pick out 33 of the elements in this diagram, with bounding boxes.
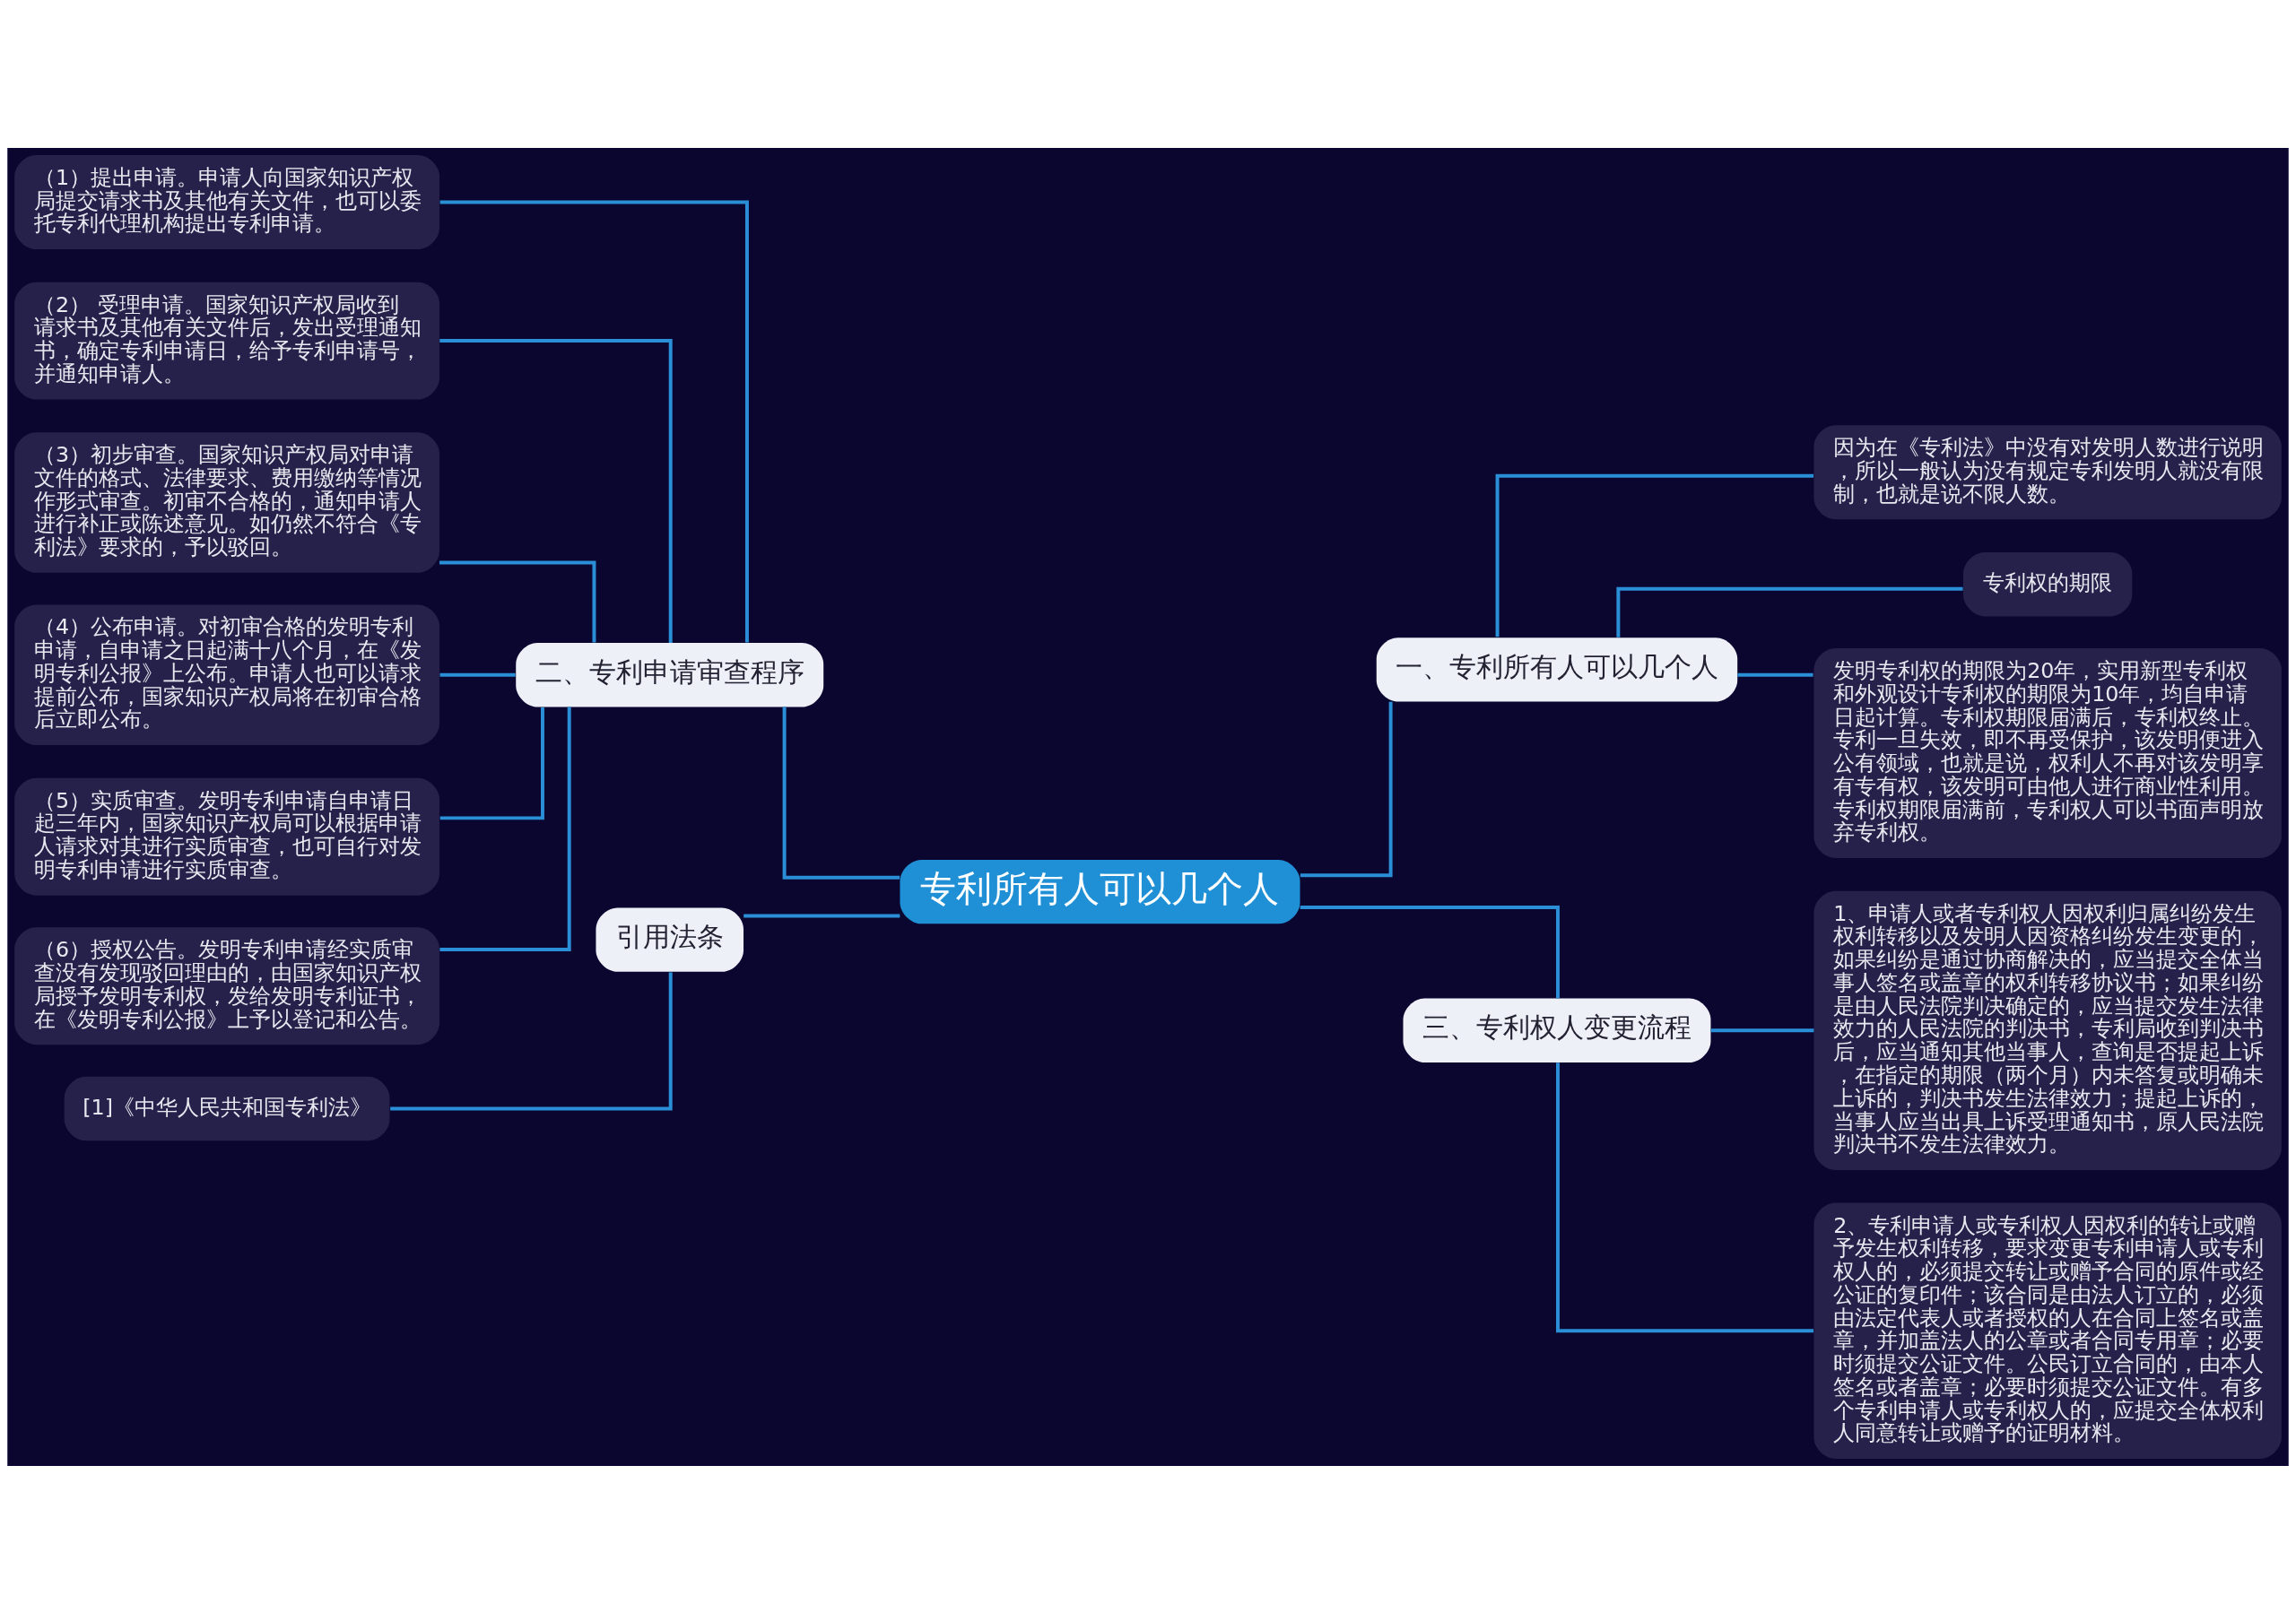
node-box: （6）授权公告。发明专利申请经实质审查没有发现驳回理由的，由国家知识产权局授予发明专利权，发给发明专利证书，在《发明专利公报》上予以登记和公告。 <box>14 926 439 1045</box>
connector <box>439 559 596 643</box>
node-box: 专利所有人可以几个人 <box>900 859 1300 924</box>
node-box: 二、专利申请审查程序 <box>516 642 824 707</box>
connector <box>782 707 900 880</box>
node-box: 三、专利权人变更流程 <box>1403 998 1711 1062</box>
connector <box>439 672 516 677</box>
node-box: 引用法条 <box>596 907 744 972</box>
connector <box>439 200 749 643</box>
connector <box>1737 672 1813 677</box>
node-box: 因为在《专利法》中没有对发明人数进行说明，所以一般认为没有规定专利发明人就没有限制，也就是说不限人数。 <box>1813 424 2282 519</box>
node-box: （4）公布申请。对初审合格的发明专利申请，自申请之日起满十八个月，在《发明专利公报》上公布。申请人也可以请求提前公布，国家知识产权局将在初审合格后立即公布。 <box>14 604 439 745</box>
node-box: 一、专利所有人可以几个人 <box>1376 637 1738 702</box>
node-box: （5）实质审查。发明专利申请自申请日起三年内，国家知识产权局可以根据申请人请求对其进行实质审查，也可自行对发明专利申请进行实质审查。 <box>14 777 439 896</box>
connector <box>439 707 544 820</box>
node-box: （1）提出申请。申请人向国家知识产权局提交请求书及其他有关文件，也可以委托专利代理机构提出专利申请。 <box>14 154 439 249</box>
connector <box>390 972 673 1110</box>
connector <box>1300 905 1560 998</box>
node-box: 发明专利权的期限为20年，实用新型专利权和外观设计专利权的期限为10年，均自申请日起计算。专利权期限届满后，专利权终止。专利一旦失效，即不再受保护，该发明便进入公有领域，也就是说，权利人不再对该发明享有专有权，该发明可由他人进行商业性利用。专利权期限届满前，专利权人可以书面声明放弃专利权。 <box>1813 647 2282 858</box>
connector <box>1495 473 1814 637</box>
connector <box>744 913 900 917</box>
connector <box>1556 1062 1814 1332</box>
connector <box>439 338 673 643</box>
node-box: 2、专利申请人或专利权人因权利的转让或赠予发生权利转移，要求变更专利申请人或专利权人的，必须提交转让或赠予合同的原件或经公证的复印件；该合同是由法人订立的，必须由法定代表人或者授权的人在合同上签名或盖章，并加盖法人的公章或者合同专用章；必要时须提交公证文件。公民订立合同的，由本人签名或者盖章；必要时须提交公证文件。有多个专利申请人或专利权人的，应提交全体权利人同意转让或赠予的证明材料。 <box>1813 1202 2282 1459</box>
connector <box>1300 701 1393 877</box>
node-box: 专利权的期限 <box>1962 551 2133 616</box>
connector <box>1616 586 1963 637</box>
node-box: （2） 受理申请。国家知识产权局收到请求书及其他有关文件后，发出受理通知书，确定专利申请日，给予专利申请号，并通知申请人。 <box>14 282 439 399</box>
node-box: [1]《中华人民共和国专利法》 <box>64 1076 390 1140</box>
node-box: 1、申请人或者专利权人因权利归属纠纷发生权利转移以及发明人因资格纠纷发生变更的，如果纠纷是通过协商解决的，应当提交全体当事人签名或盖章的权利转移协议书；如果纠纷是由人民法院判决确定的，应当提交发生法律效力的人民法院的判决书，专利局收到判决书后，应当通知其他当事人，查询是否提起上诉，在指定的期限（两个月）内未答复或明确未上诉的，判决书发生法律效力；提起上诉的，当事人应当出具上诉受理通知书，原人民法院判决书不发生法律效力。 <box>1813 890 2282 1170</box>
connector <box>1710 1028 1814 1032</box>
node-box: （3）初步审查。国家知识产权局对申请文件的格式、法律要求、费用缴纳等情况作形式审查。初审不合格的，通知申请人进行补正或陈述意见。如仍然不符合《专利法》要求的，予以驳回。 <box>14 431 439 573</box>
connector <box>439 707 571 951</box>
